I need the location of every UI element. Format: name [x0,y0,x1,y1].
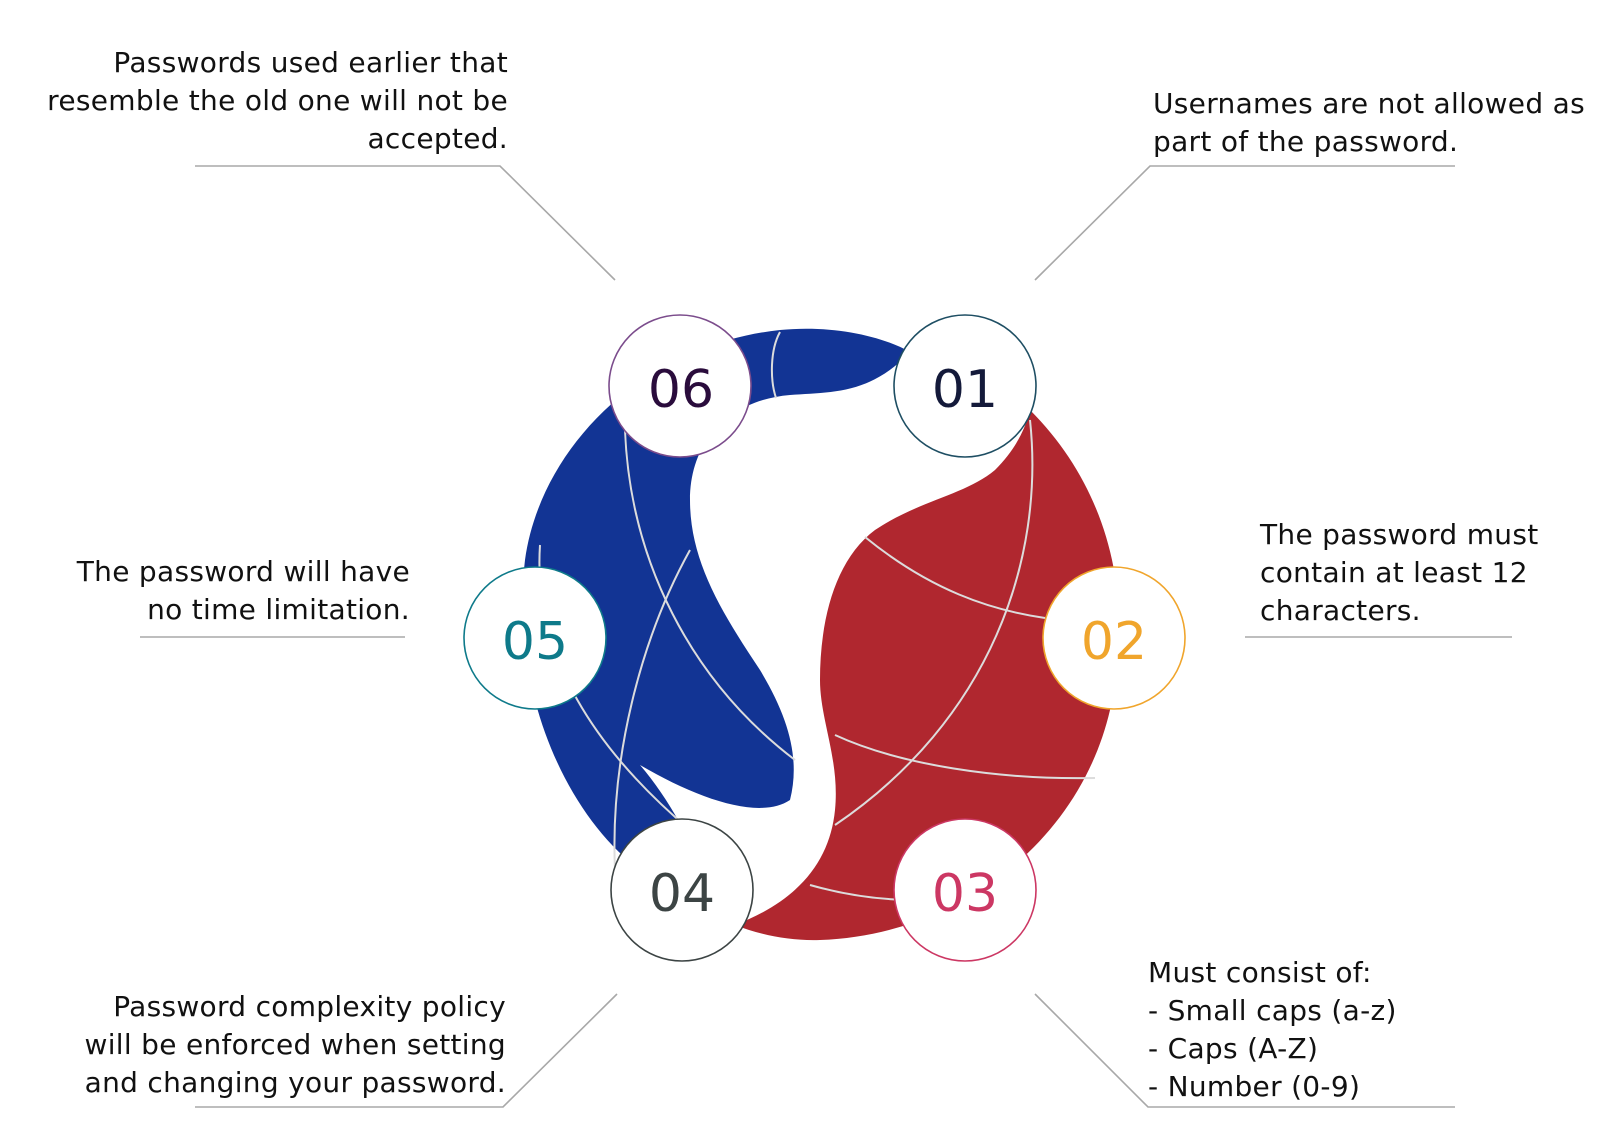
arc-line-7 [834,734,1096,780]
step-01-text: Usernames are not allowed as part of the… [1153,87,1585,158]
circle-05: 05 [463,566,607,710]
arc-line-5 [834,419,1034,826]
circle-01-ring [893,314,1037,458]
arc-line-3 [613,549,691,871]
connector-line-04 [195,993,618,1108]
step-02-text: The password must contain at least 12 ch… [1260,518,1539,627]
step-04-text: Password complexity policy will be enfor… [84,990,506,1099]
blue-swirl-shape [522,328,910,887]
circle-03: 03 [893,818,1037,962]
circle-03-number: 03 [932,864,998,924]
connector-line-01 [1034,165,1455,281]
circle-05-ring [463,566,607,710]
circle-02-ring [1042,566,1186,710]
circle-01: 01 [893,314,1037,458]
step-05-text: The password will have no time limitatio… [76,555,410,626]
arc-line-1 [770,331,781,399]
circle-03-ring [893,818,1037,962]
circle-05-number: 05 [502,612,568,672]
connector-line-03 [1034,993,1455,1108]
circle-01-number: 01 [932,360,998,420]
circle-02: 02 [1042,566,1186,710]
connector-lines [140,165,1512,1108]
arc-line-2 [624,429,796,761]
arc-line-6 [864,536,1046,619]
circle-02-number: 02 [1081,612,1147,672]
circle-04-ring [610,818,754,962]
connector-line-06 [195,165,616,281]
circle-06: 06 [608,314,752,458]
red-swirl-shape [735,410,1120,941]
circle-06-ring [608,314,752,458]
circle-06-number: 06 [648,360,714,420]
step-06-text: Passwords used earlier that resemble the… [47,46,508,155]
step-03-text: Must consist of: - Small caps (a-z) - Ca… [1148,956,1397,1103]
circle-04-number: 04 [649,864,715,924]
circle-04: 04 [610,818,754,962]
